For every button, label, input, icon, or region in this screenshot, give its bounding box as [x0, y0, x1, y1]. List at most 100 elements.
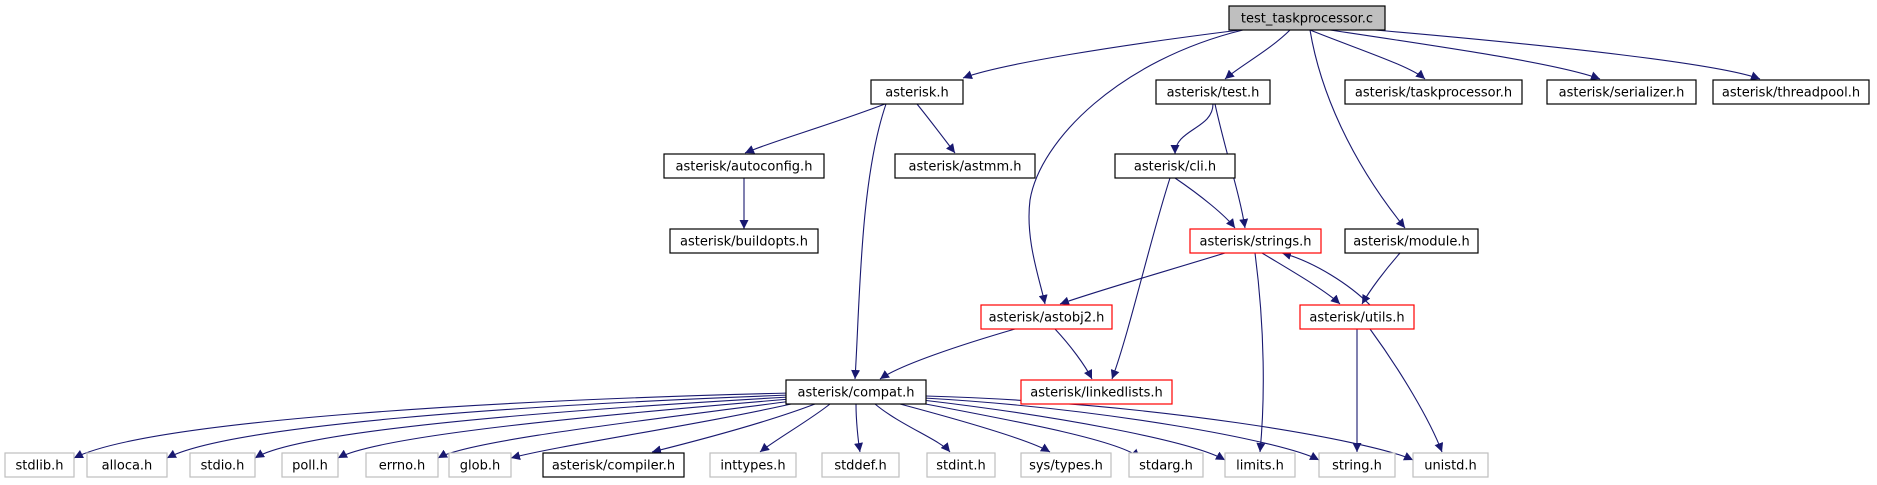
edge-compat_h-to-systypes_h — [899, 403, 1051, 453]
edge-compat_h-to-stdint_h — [874, 403, 951, 453]
node-poll-h: poll.h — [281, 452, 339, 478]
node-label: sys/types.h — [1029, 459, 1103, 474]
node-astobj2-h[interactable]: asterisk/astobj2.h — [980, 304, 1113, 330]
node-label: asterisk.h — [885, 86, 948, 101]
node-box — [894, 153, 1036, 179]
node-box — [1189, 228, 1322, 254]
node-stdarg-h: stdarg.h — [1128, 452, 1204, 478]
node-label: asterisk/test.h — [1167, 86, 1260, 101]
node-string-h: string.h — [1318, 452, 1396, 478]
edge-compat_h-to-compiler_h — [651, 403, 816, 455]
node-label: stdlib.h — [16, 459, 64, 474]
node-box — [1546, 79, 1697, 105]
node-label: stdio.h — [201, 459, 245, 474]
node-label: string.h — [1332, 459, 1382, 474]
node-root[interactable]: test_taskprocessor.c — [1228, 5, 1386, 31]
edge-compat_h-to-stdlib_h — [73, 392, 791, 459]
node-box — [1412, 452, 1489, 478]
node-buildopts-h[interactable]: asterisk/buildopts.h — [669, 228, 819, 254]
edge-cli_h-to-strings_h — [1174, 177, 1236, 229]
edge-module_h-to-utils_h — [1361, 252, 1401, 305]
node-label: glob.h — [460, 459, 500, 474]
node-label: poll.h — [292, 459, 328, 474]
node-box — [1299, 304, 1415, 330]
node-box — [1224, 452, 1296, 478]
edge-root-to-threadpool_h — [1374, 29, 1761, 81]
node-limits-h: limits.h — [1224, 452, 1296, 478]
node-box — [709, 452, 797, 478]
node-box — [4, 452, 75, 478]
edge-compat_h-to-stddef_h — [854, 403, 863, 453]
node-strings-h[interactable]: asterisk/strings.h — [1189, 228, 1322, 254]
node-errno-h: errno.h — [365, 452, 439, 478]
edge-compat_h-to-string_h — [923, 397, 1320, 461]
node-stdlib-h: stdlib.h — [4, 452, 75, 478]
node-box — [980, 304, 1113, 330]
node-box — [281, 452, 339, 478]
node-label: errno.h — [379, 459, 426, 474]
node-label: stddef.h — [834, 459, 886, 474]
node-label: unistd.h — [1424, 459, 1477, 474]
node-box — [785, 379, 927, 405]
node-label: asterisk/taskprocessor.h — [1355, 86, 1512, 101]
node-label: asterisk/cli.h — [1134, 160, 1216, 175]
node-alloca-h: alloca.h — [86, 452, 168, 478]
edge-cli_h-to-linkedlists_h — [1110, 177, 1171, 380]
edge-compat_h-to-glob_h — [510, 401, 801, 461]
node-cli-h[interactable]: asterisk/cli.h — [1114, 153, 1236, 179]
node-astmm-h[interactable]: asterisk/astmm.h — [894, 153, 1036, 179]
node-box — [1712, 79, 1870, 105]
edge-compat_h-to-stdio_h — [254, 396, 791, 459]
edge-root-to-test_h — [1224, 29, 1291, 80]
node-label: asterisk/astmm.h — [908, 160, 1021, 175]
node-box — [669, 228, 819, 254]
node-compiler-h[interactable]: asterisk/compiler.h — [542, 452, 685, 478]
edge-compat_h-to-errno_h — [437, 400, 793, 459]
node-inttypes-h: inttypes.h — [709, 452, 797, 478]
node-compat-h[interactable]: asterisk/compat.h — [785, 379, 927, 405]
node-label: asterisk/utils.h — [1309, 311, 1404, 326]
node-stddef-h: stddef.h — [821, 452, 900, 478]
node-box — [1020, 379, 1173, 405]
node-linkedlists-h[interactable]: asterisk/linkedlists.h — [1020, 379, 1173, 405]
edge-compat_h-to-limits_h — [921, 399, 1226, 461]
edge-root-to-asterisk_h — [962, 29, 1241, 80]
node-label: inttypes.h — [720, 459, 785, 474]
node-box — [1344, 79, 1523, 105]
edge-compat_h-to-poll_h — [337, 398, 791, 459]
node-label: asterisk/module.h — [1353, 235, 1470, 250]
node-box — [86, 452, 168, 478]
edge-strings_h-to-astobj2_h — [1059, 252, 1226, 306]
node-label: stdint.h — [936, 459, 985, 474]
node-box — [926, 452, 996, 478]
node-label: asterisk/strings.h — [1200, 235, 1312, 250]
edge-root-to-taskprocessor_h — [1309, 29, 1426, 80]
node-systypes-h: sys/types.h — [1020, 452, 1112, 478]
node-serializer-h[interactable]: asterisk/serializer.h — [1546, 79, 1697, 105]
node-box — [448, 452, 512, 478]
node-taskprocessor-h[interactable]: asterisk/taskprocessor.h — [1344, 79, 1523, 105]
node-stdint-h: stdint.h — [926, 452, 996, 478]
node-label: asterisk/autoconfig.h — [676, 160, 813, 175]
edge-compat_h-to-inttypes_h — [759, 403, 831, 453]
edge-utils_h-to-strings_h — [1281, 251, 1371, 306]
nodes: test_taskprocessor.c asterisk.h asterisk/t… — [4, 5, 1870, 478]
node-autoconfig-h[interactable]: asterisk/autoconfig.h — [663, 153, 825, 179]
node-utils-h[interactable]: asterisk/utils.h — [1299, 304, 1415, 330]
node-box — [1228, 5, 1386, 31]
node-module-h[interactable]: asterisk/module.h — [1344, 228, 1479, 254]
node-label: limits.h — [1236, 459, 1284, 474]
node-label: asterisk/buildopts.h — [680, 235, 808, 250]
node-test-h[interactable]: asterisk/test.h — [1155, 79, 1271, 105]
node-glob-h: glob.h — [448, 452, 512, 478]
node-box — [821, 452, 900, 478]
edge-asterisk_h-to-astmm_h — [916, 103, 956, 154]
node-stdio-h: stdio.h — [189, 452, 256, 478]
node-box — [870, 79, 964, 105]
node-threadpool-h[interactable]: asterisk/threadpool.h — [1712, 79, 1870, 105]
edge-compat_h-to-unistd_h — [925, 395, 1414, 461]
edge-asterisk_h-to-compat_h — [851, 103, 887, 380]
node-box — [1020, 452, 1112, 478]
node-asterisk-h[interactable]: asterisk.h — [870, 79, 964, 105]
